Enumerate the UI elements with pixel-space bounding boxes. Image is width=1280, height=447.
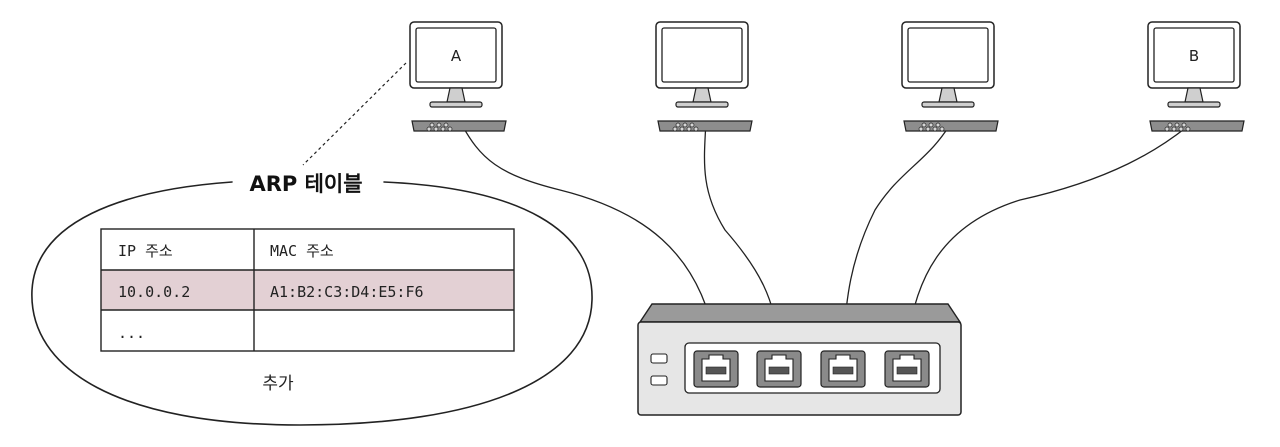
keyboard-icon	[1149, 120, 1245, 132]
table-cell-ellipsis: ...	[118, 324, 145, 342]
computer-2	[655, 21, 753, 132]
arp-table-bubble: ARP 테이블 IP 주소 MAC 주소 10.0.0.2 A1:B2:C3:D…	[31, 172, 593, 426]
stand-base	[1167, 101, 1221, 108]
switch-port-panel	[684, 342, 941, 394]
switch-port-3	[820, 350, 866, 388]
stand-base	[675, 101, 729, 108]
computer-a: A	[409, 21, 507, 132]
table-cell-mac: A1:B2:C3:D4:E5:F6	[270, 283, 424, 301]
cable-a	[459, 120, 717, 346]
dashed-pointer	[302, 62, 407, 166]
computer-label: B	[1189, 47, 1199, 65]
network-switch	[637, 303, 962, 416]
switch-port-4	[884, 350, 930, 388]
network-cables	[459, 120, 1195, 346]
computer-b: B	[1147, 21, 1245, 132]
keyboard-keys	[1164, 122, 1191, 132]
monitor-stand	[1184, 87, 1204, 103]
monitor-screen	[415, 27, 497, 83]
arp-table-grid	[100, 228, 515, 352]
computer-3	[901, 21, 999, 132]
status-led-1	[650, 353, 668, 364]
monitor-stand	[938, 87, 958, 103]
monitor-screen	[661, 27, 743, 83]
monitor-screen	[1153, 27, 1235, 83]
switch-port-1	[693, 350, 739, 388]
switch-port-2	[756, 350, 802, 388]
keyboard-keys	[672, 122, 699, 132]
monitor-screen	[907, 27, 989, 83]
status-led-2	[650, 375, 668, 386]
stand-base	[921, 101, 975, 108]
monitor-stand	[692, 87, 712, 103]
computer-label: A	[451, 47, 462, 65]
arp-table-title: ARP 테이블	[249, 172, 362, 196]
table-header-ip: IP 주소	[118, 242, 173, 260]
cable-b	[906, 120, 1195, 346]
table-highlight-row	[101, 270, 514, 310]
stand-base	[429, 101, 483, 108]
keyboard-keys	[426, 122, 453, 132]
table-cell-ip: 10.0.0.2	[118, 283, 190, 301]
keyboard-keys	[918, 122, 945, 132]
bubble-outline	[31, 181, 593, 426]
monitor-stand	[446, 87, 466, 103]
keyboard-icon	[657, 120, 753, 132]
table-frame	[100, 228, 515, 352]
table-header-mac: MAC 주소	[270, 242, 334, 260]
arp-table-caption: 추가	[262, 374, 294, 394]
keyboard-icon	[903, 120, 999, 132]
switch-top	[638, 303, 962, 323]
keyboard-icon	[411, 120, 507, 132]
